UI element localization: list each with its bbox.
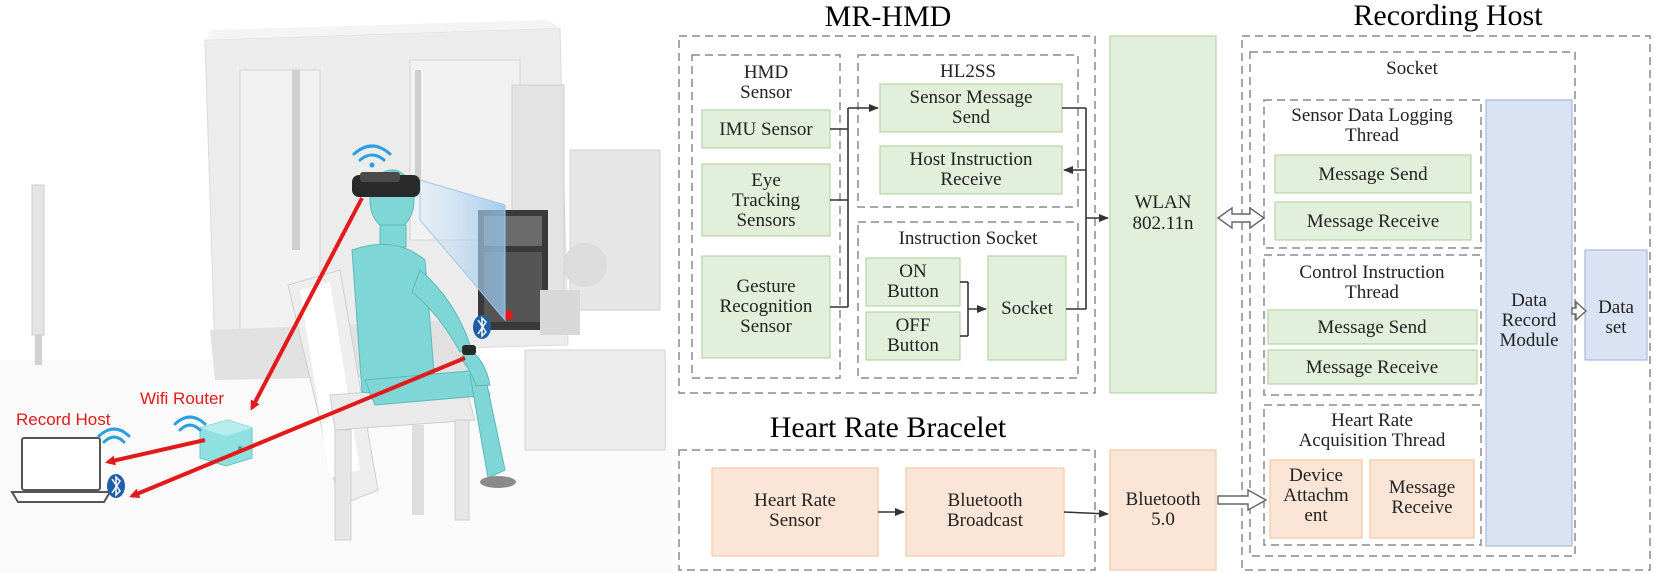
heart-title-1: Heart Rate: [1331, 410, 1413, 431]
control-recv-box: [1267, 349, 1478, 385]
operator-figure: [351, 169, 506, 479]
logging-send-label: Message Send: [1318, 164, 1428, 185]
imu-sensor-label: IMU Sensor: [719, 119, 813, 140]
socket-box: [987, 255, 1067, 361]
eye-label-3: Sensors: [736, 210, 795, 231]
control-title-2: Thread: [1345, 282, 1399, 303]
gesture-box: [701, 255, 831, 359]
workstation-illustration: Wifi Router Record Host: [0, 20, 672, 573]
control-title-1: Control Instruction: [1299, 262, 1445, 283]
bluetooth5-label-1: Bluetooth: [1126, 489, 1201, 510]
host-instruction-receive-box: [879, 145, 1063, 195]
light-pole: [31, 184, 45, 365]
record-host-label: Record Host: [16, 410, 111, 429]
heart-rate-sensor-box: [711, 467, 879, 557]
hl2ss-container: [857, 54, 1079, 208]
logging-title-2: Thread: [1345, 125, 1399, 146]
dataset-label-1: Data: [1598, 297, 1634, 318]
hollow-arrows: [1216, 206, 1588, 512]
wlan-label-1: WLAN: [1135, 192, 1192, 213]
holographic-screen: [419, 179, 506, 322]
record-module-label-3: Module: [1499, 330, 1558, 351]
bracelet-title: Heart Rate Bracelet: [770, 411, 1007, 444]
socket-label: Socket: [1001, 298, 1053, 319]
bracelet: [462, 345, 476, 355]
bluetooth-broadcast-box: [905, 467, 1065, 557]
send-label-1: Sensor Message: [910, 87, 1033, 108]
record-module-label-1: Data: [1511, 290, 1547, 311]
dataset-label-2: set: [1605, 317, 1627, 338]
dataset-box: [1584, 249, 1648, 361]
wifi-router-label: Wifi Router: [140, 389, 224, 408]
hmd-sensor-title: HMD: [744, 62, 788, 83]
record-module-label-2: Record: [1502, 310, 1557, 331]
on-label-1: ON: [899, 261, 927, 282]
on-button-box: [865, 257, 961, 307]
heart-recv-label-1: Message: [1389, 477, 1455, 498]
broadcast-label-1: Bluetooth: [948, 490, 1023, 511]
bluetooth5-label-2: 5.0: [1151, 509, 1175, 530]
heart-message-receive-box: [1369, 459, 1475, 539]
signal-arrows: [105, 197, 466, 498]
control-send-label: Message Send: [1317, 317, 1427, 338]
mrhmd-container: [678, 35, 1096, 394]
headset-icon: [352, 172, 420, 197]
sensor-message-send-box: [879, 83, 1063, 133]
control-thread-container: [1263, 254, 1482, 396]
socket-title: Socket: [1386, 58, 1438, 79]
wlan-box: [1109, 35, 1217, 394]
mrhmd-title: MR-HMD: [825, 0, 952, 33]
laptop-bluetooth-icon: [107, 474, 125, 498]
heart-sensor-label-2: Sensor: [769, 510, 821, 531]
laptop-icon: [10, 437, 112, 503]
gesture-label-3: Sensor: [740, 316, 792, 337]
logging-recv-box: [1274, 201, 1472, 241]
device-label-3: ent: [1304, 505, 1328, 526]
device-attachment-box: [1269, 459, 1363, 539]
logging-recv-label: Message Receive: [1307, 211, 1439, 232]
host-title: Recording Host: [1353, 0, 1543, 32]
bracelet-container: [678, 449, 1096, 571]
heart-sensor-label-1: Heart Rate: [754, 490, 836, 511]
host-container: [1241, 35, 1651, 571]
wlan-label-2: 802.11n: [1132, 213, 1194, 234]
router-icon: [199, 419, 253, 467]
hmd-sensor-title-2: Sensor: [740, 82, 792, 103]
device-label-1: Device: [1289, 465, 1343, 486]
bluetooth-icon: [473, 315, 491, 339]
router-wifi-icon: [173, 415, 207, 432]
laptop-wifi-icon: [97, 427, 131, 444]
device-label-2: Attachm: [1283, 485, 1349, 506]
bluetooth-5-box: [1109, 449, 1217, 571]
gesture-label-1: Gesture: [736, 276, 795, 297]
recv-label-1: Host Instruction: [910, 149, 1033, 170]
data-record-module-box: [1485, 99, 1573, 547]
control-recv-label: Message Receive: [1306, 357, 1438, 378]
heart-recv-label-2: Receive: [1391, 497, 1452, 518]
instruction-socket-container: [857, 221, 1079, 379]
logging-send-box: [1274, 154, 1472, 194]
hmd-sensor-container: [691, 54, 841, 379]
heart-title-2: Acquisition Thread: [1299, 430, 1446, 451]
gesture-label-2: Recognition: [720, 296, 813, 317]
heart-thread-container: [1263, 404, 1482, 546]
control-send-box: [1267, 309, 1478, 345]
wifi-icon: [352, 144, 392, 168]
eye-tracking-box: [701, 163, 831, 237]
eye-label-1: Eye: [751, 170, 781, 191]
logging-thread-container: [1263, 99, 1482, 249]
socket-container: [1249, 51, 1576, 557]
recv-label-2: Receive: [940, 169, 1001, 190]
instruction-socket-title: Instruction Socket: [899, 228, 1039, 249]
broadcast-label-2: Broadcast: [947, 510, 1024, 531]
off-label-1: OFF: [896, 315, 931, 336]
hl2ss-title: HL2SS: [940, 61, 996, 82]
connectors: [830, 104, 1109, 518]
off-label-2: Button: [887, 335, 939, 356]
logging-title-1: Sensor Data Logging: [1291, 105, 1453, 126]
send-label-2: Send: [952, 107, 991, 128]
eye-label-2: Tracking: [732, 190, 800, 211]
on-label-2: Button: [887, 281, 939, 302]
